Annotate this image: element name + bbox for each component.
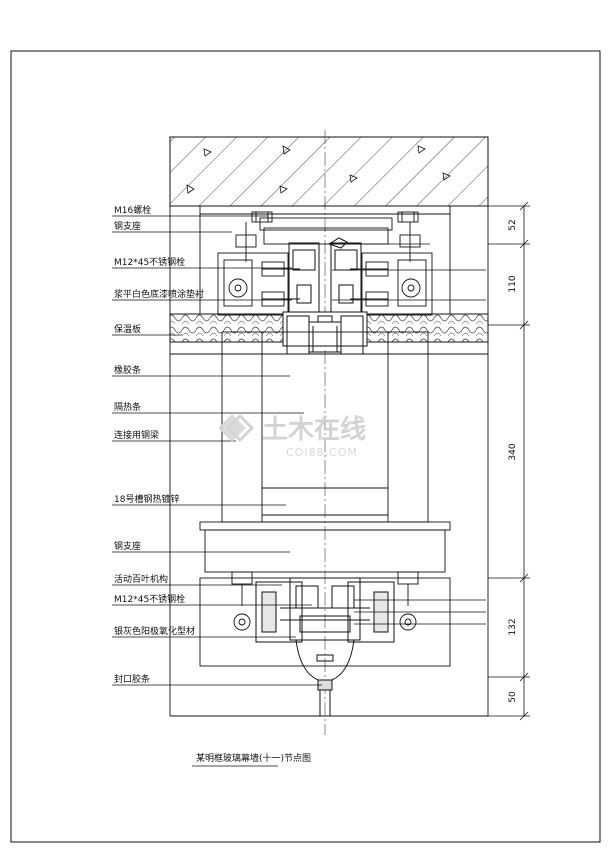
watermark-en: COI88.COM bbox=[286, 446, 358, 459]
watermark-cn: 土木在线 bbox=[262, 415, 366, 445]
upper-right-clamp bbox=[350, 252, 433, 316]
leader-lines bbox=[112, 215, 486, 686]
concrete-slab bbox=[169, 136, 489, 207]
dim-340: 340 bbox=[508, 443, 518, 460]
label-channel-18: 18号槽钢热镀锌 bbox=[114, 493, 179, 505]
label-steel-bracket-upper: 钢支座 bbox=[114, 220, 141, 232]
dimension-chain bbox=[488, 201, 530, 721]
label-spacer: 浆平白色底漆喷涂垫衬 bbox=[114, 288, 204, 300]
lower-bolt-right bbox=[397, 571, 419, 631]
dim-52: 52 bbox=[508, 219, 518, 230]
label-gray-profile: 银灰色阳极氧化型材 bbox=[114, 625, 195, 637]
dim-110: 110 bbox=[508, 275, 518, 292]
watermark-logo-icon bbox=[218, 414, 246, 442]
label-sealant: 封口胶条 bbox=[114, 673, 150, 685]
sheet-border bbox=[10, 50, 601, 843]
label-thermal-break: 隔热条 bbox=[114, 401, 141, 413]
louver-mechanism bbox=[255, 577, 395, 681]
label-louver-mechanism: 活动百叶机构 bbox=[114, 573, 168, 585]
m16-bolt-left bbox=[235, 211, 273, 262]
dim-50: 50 bbox=[508, 691, 518, 703]
m16-bolt-right bbox=[397, 211, 421, 262]
insulation-board bbox=[169, 311, 489, 347]
label-insulation: 保温板 bbox=[114, 323, 141, 335]
label-m16-bolt: M16螺栓 bbox=[114, 204, 151, 216]
label-m12-bolt-upper: M12*45不锈钢栓 bbox=[114, 256, 185, 268]
watermark: 土木在线 COI88.COM bbox=[218, 413, 366, 459]
lower-bolt-left bbox=[231, 571, 253, 631]
label-rubber-strip: 橡胶条 bbox=[114, 364, 141, 376]
label-connect-channel: 连接用钢梁 bbox=[114, 429, 159, 441]
dim-132: 132 bbox=[508, 618, 518, 635]
drawing-title: 某明框玻璃幕墙(十一)节点图 bbox=[196, 752, 311, 764]
label-steel-bracket-lower: 钢支座 bbox=[114, 540, 141, 552]
label-m12-bolt-lower: M12*45不锈钢栓 bbox=[114, 593, 185, 605]
upper-left-clamp bbox=[217, 252, 300, 316]
